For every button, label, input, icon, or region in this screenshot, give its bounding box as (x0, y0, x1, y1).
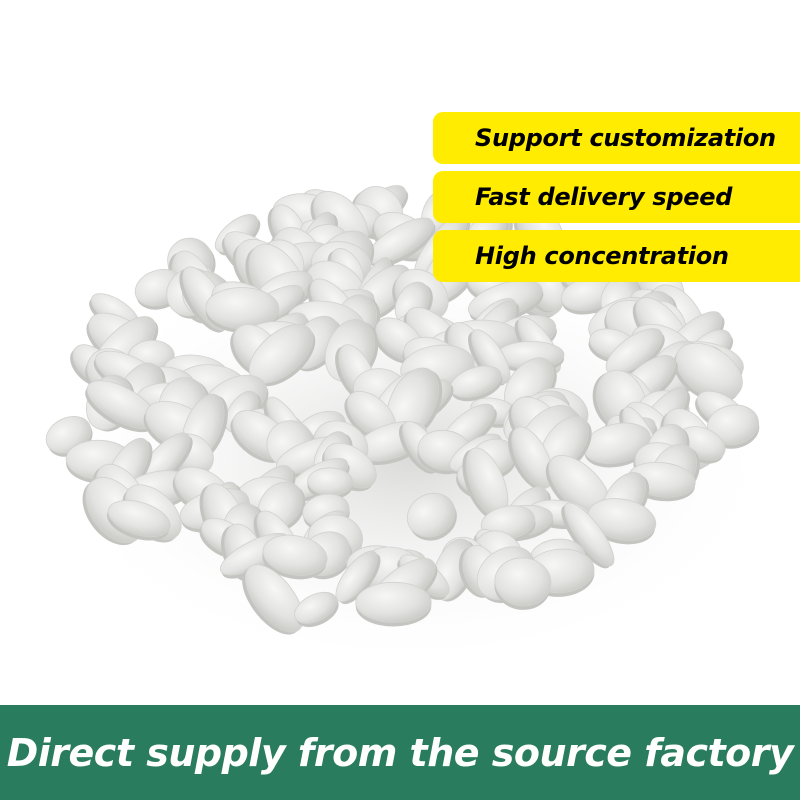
pellet-group (45, 185, 760, 635)
feature-tag-customization: Support customization (433, 112, 800, 164)
footer-banner: Direct supply from the source factory (0, 705, 800, 800)
feature-tag-delivery: Fast delivery speed (433, 171, 800, 223)
feature-tag-concentration: High concentration (433, 230, 800, 282)
white-pellets-pile-icon (40, 185, 780, 670)
